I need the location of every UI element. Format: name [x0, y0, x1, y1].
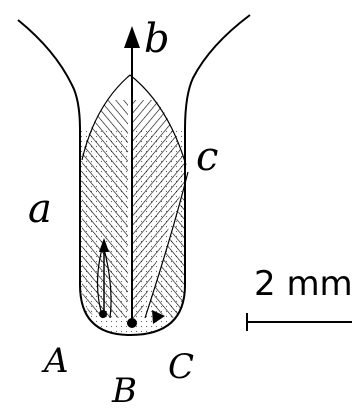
label-b: b: [144, 16, 170, 62]
label-c: c: [196, 134, 218, 180]
leaf-a-hatched-left: [82, 75, 130, 318]
label-B: B: [111, 371, 137, 410]
axis-b-base-dot: [127, 318, 137, 328]
label-C: C: [168, 347, 194, 387]
label-A: A: [41, 341, 69, 381]
label-a: a: [28, 186, 52, 232]
axis-b-arrowhead: [124, 26, 140, 48]
bud-A-base-dot: [99, 310, 107, 318]
scale-bar-label: 2 mm: [254, 264, 353, 304]
